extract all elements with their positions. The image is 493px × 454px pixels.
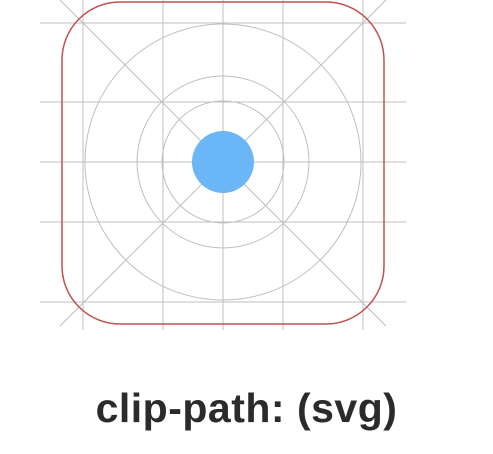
center-dot-icon <box>192 131 254 193</box>
caption-label: clip-path: (svg) <box>95 385 398 431</box>
grid-circle <box>161 100 285 224</box>
grid-circle <box>136 75 310 249</box>
icon-grid-circles <box>84 23 362 301</box>
icon-grid-svg <box>40 0 406 330</box>
icon-grid-figure <box>40 0 406 330</box>
icon-grid-lines <box>40 0 406 330</box>
rounded-outline <box>61 1 385 325</box>
grid-circle <box>84 23 362 301</box>
